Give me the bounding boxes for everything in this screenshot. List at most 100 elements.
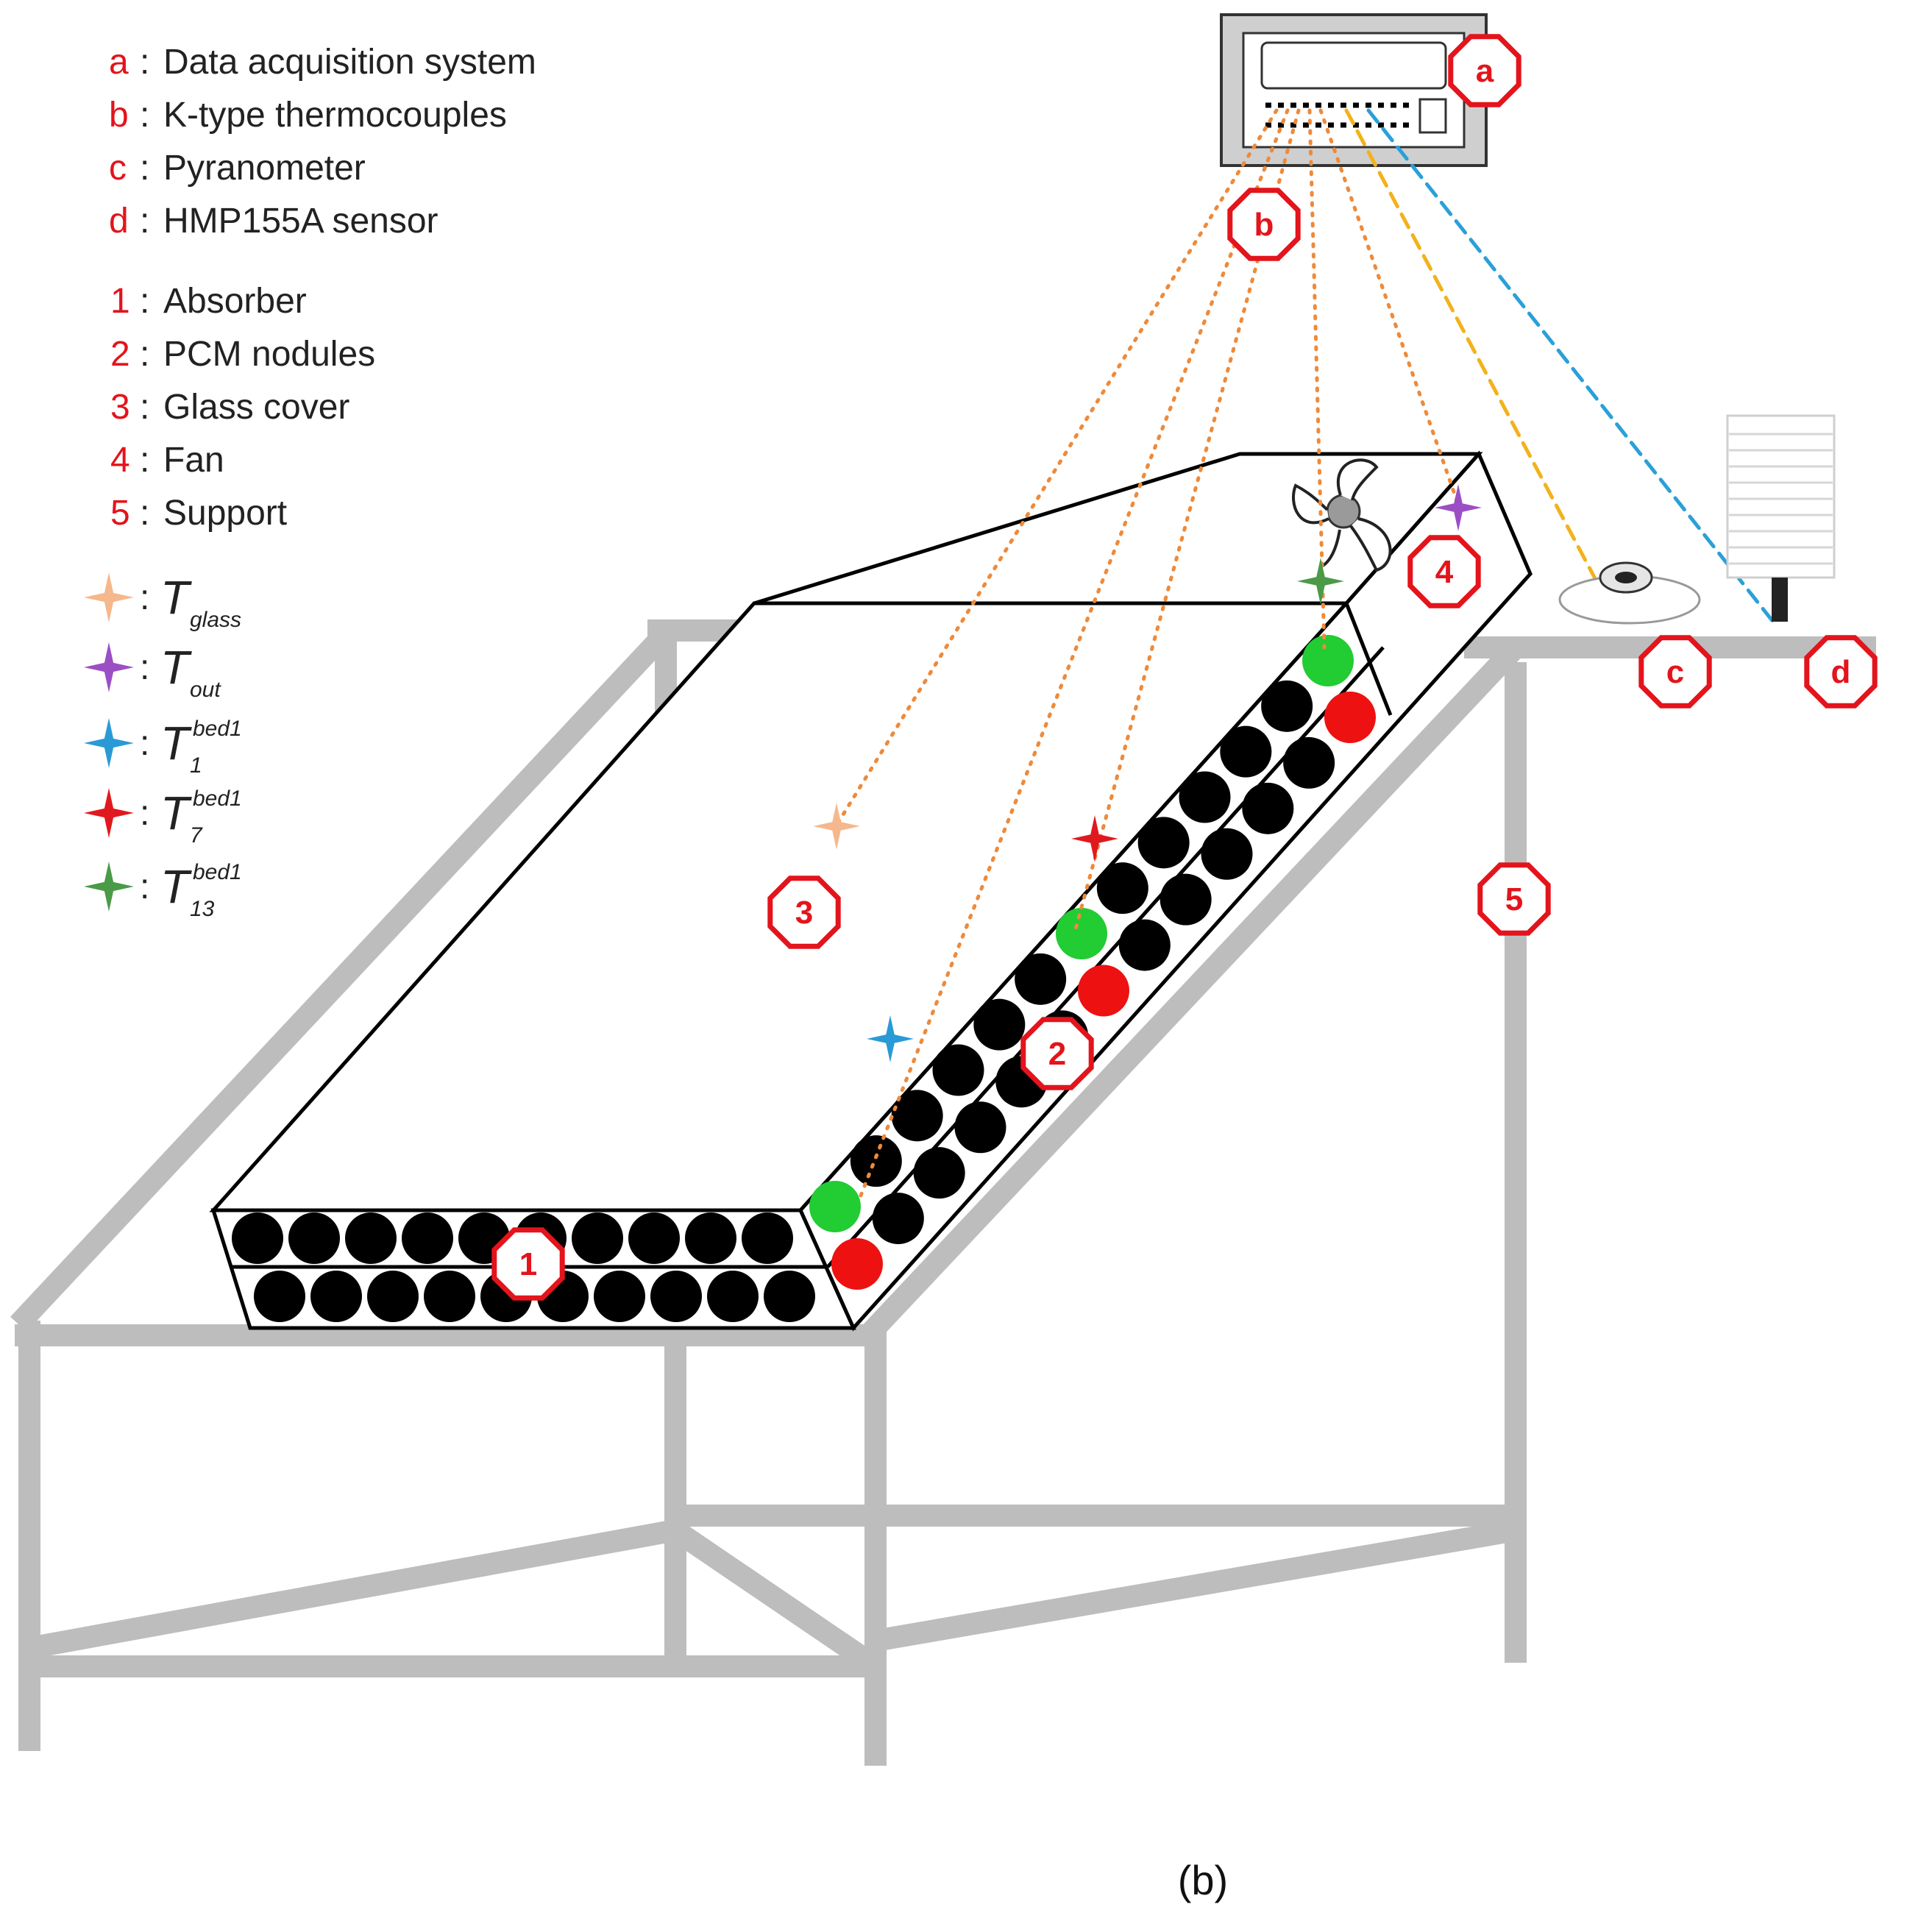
pcm-nodule xyxy=(1220,725,1272,778)
marker-b: b xyxy=(1227,188,1301,261)
legend-separator: : xyxy=(140,335,149,374)
temperature-star-icon xyxy=(84,718,134,768)
legend-label: HMP155A sensor xyxy=(163,202,438,241)
legend-separator: : xyxy=(140,388,149,427)
legend-label: Glass cover xyxy=(163,388,349,427)
marker-label: 4 xyxy=(1435,554,1454,590)
marker-1: 1 xyxy=(491,1227,565,1301)
pcm-nodule xyxy=(310,1271,362,1322)
temperature-probes xyxy=(813,484,1482,1062)
pcm-nodule xyxy=(764,1271,815,1322)
temperature-star-icon xyxy=(84,862,134,912)
temperature-symbol: T xyxy=(160,786,192,839)
legend-key: 2 xyxy=(110,335,130,374)
legend-key: a xyxy=(109,43,129,82)
absorber-nodules xyxy=(232,1212,815,1322)
marker-d: d xyxy=(1804,635,1878,708)
pcm-nodule-probe xyxy=(1078,965,1129,1017)
pcm-nodule xyxy=(1261,680,1313,732)
pcm-nodule xyxy=(1096,862,1148,914)
legend-label: Data acquisition system xyxy=(163,43,536,82)
bed1-t7-probe-icon xyxy=(1071,815,1118,862)
pcm-nodule xyxy=(288,1212,340,1264)
pcm-nodule xyxy=(345,1212,397,1264)
marker-label: 5 xyxy=(1505,881,1523,917)
figure-caption: (b) xyxy=(1178,1857,1228,1903)
marker-label: 3 xyxy=(795,895,813,931)
pcm-nodule xyxy=(707,1271,759,1322)
pcm-nodule xyxy=(402,1212,453,1264)
temperature-symbol: T xyxy=(160,641,192,694)
pcm-nodule-probe xyxy=(1324,692,1376,743)
legend-separator: : xyxy=(140,794,149,833)
marker-a: a xyxy=(1448,34,1521,107)
pcm-nodule xyxy=(742,1212,793,1264)
legend-label: PCM nodules xyxy=(163,335,375,374)
marker-4: 4 xyxy=(1407,535,1481,608)
pcm-nodule xyxy=(1283,736,1335,789)
legend-separator: : xyxy=(140,149,149,188)
legend-label: Support xyxy=(163,494,287,533)
pcm-nodule xyxy=(1242,782,1294,834)
data-acquisition-system xyxy=(1220,13,1488,167)
pcm-nodule xyxy=(1015,953,1067,1005)
legend-separator: : xyxy=(140,441,149,480)
legend-separator: : xyxy=(140,648,149,687)
pcm-nodule xyxy=(850,1135,902,1187)
pcm-nodule xyxy=(1160,873,1212,926)
legend-key: b xyxy=(109,96,129,135)
pcm-nodules xyxy=(809,635,1376,1290)
pcm-nodule xyxy=(232,1212,283,1264)
legend-key: 3 xyxy=(110,388,130,427)
temperature-superscript: bed1 xyxy=(193,717,242,741)
legend-separator: : xyxy=(140,867,149,906)
legend-separator: : xyxy=(140,96,149,135)
pcm-nodule xyxy=(954,1101,1006,1154)
pcm-nodule xyxy=(973,998,1026,1051)
legend-separator: : xyxy=(140,724,149,763)
temperature-star-icon xyxy=(84,572,134,622)
legend-separator: : xyxy=(140,43,149,82)
legend-key: 4 xyxy=(110,441,130,480)
pcm-nodule xyxy=(1201,828,1253,880)
legend-label: Absorber xyxy=(163,282,307,321)
pcm-nodule xyxy=(367,1271,419,1322)
temperature-symbol: T xyxy=(160,717,192,770)
pcm-nodule xyxy=(1179,771,1231,823)
marker-c: c xyxy=(1638,635,1712,708)
temperature-star-icon xyxy=(84,788,134,838)
bed-back-edge xyxy=(1344,603,1393,716)
temperature-superscript: bed1 xyxy=(193,860,242,884)
pcm-nodule xyxy=(913,1147,965,1199)
outlet-temperature-probe-icon xyxy=(1435,484,1482,531)
legend-label: Fan xyxy=(163,441,224,480)
marker-2: 2 xyxy=(1020,1017,1094,1090)
legend-separator: : xyxy=(140,578,149,617)
pyranometer xyxy=(1558,561,1701,625)
marker-5: 5 xyxy=(1477,862,1551,936)
pcm-nodule xyxy=(872,1193,924,1245)
legend-key: d xyxy=(109,202,129,241)
pcm-nodule-probe xyxy=(1302,635,1354,686)
temperature-subscript: 13 xyxy=(190,897,215,921)
marker-label: c xyxy=(1666,654,1684,690)
legend-separator: : xyxy=(140,494,149,533)
fan-icon xyxy=(1292,458,1392,572)
component-markers: a b c d 1 2 3 4 5 xyxy=(491,34,1878,1301)
pcm-nodule xyxy=(685,1212,736,1264)
marker-label: 1 xyxy=(519,1246,537,1282)
pcm-nodule xyxy=(628,1212,680,1264)
pcm-nodule xyxy=(594,1271,645,1322)
pcm-nodule xyxy=(1137,817,1190,869)
temperature-subscript: glass xyxy=(190,608,241,632)
pcm-nodule xyxy=(572,1212,623,1264)
temperature-symbol: T xyxy=(160,860,192,913)
temperature-subscript: 1 xyxy=(190,753,202,778)
pcm-nodule xyxy=(650,1271,702,1322)
temperature-star-icon xyxy=(84,642,134,692)
pcm-nodule xyxy=(1118,919,1171,971)
glass-temperature-probe-icon xyxy=(813,803,860,850)
hmp155a-sensor xyxy=(1726,414,1836,622)
